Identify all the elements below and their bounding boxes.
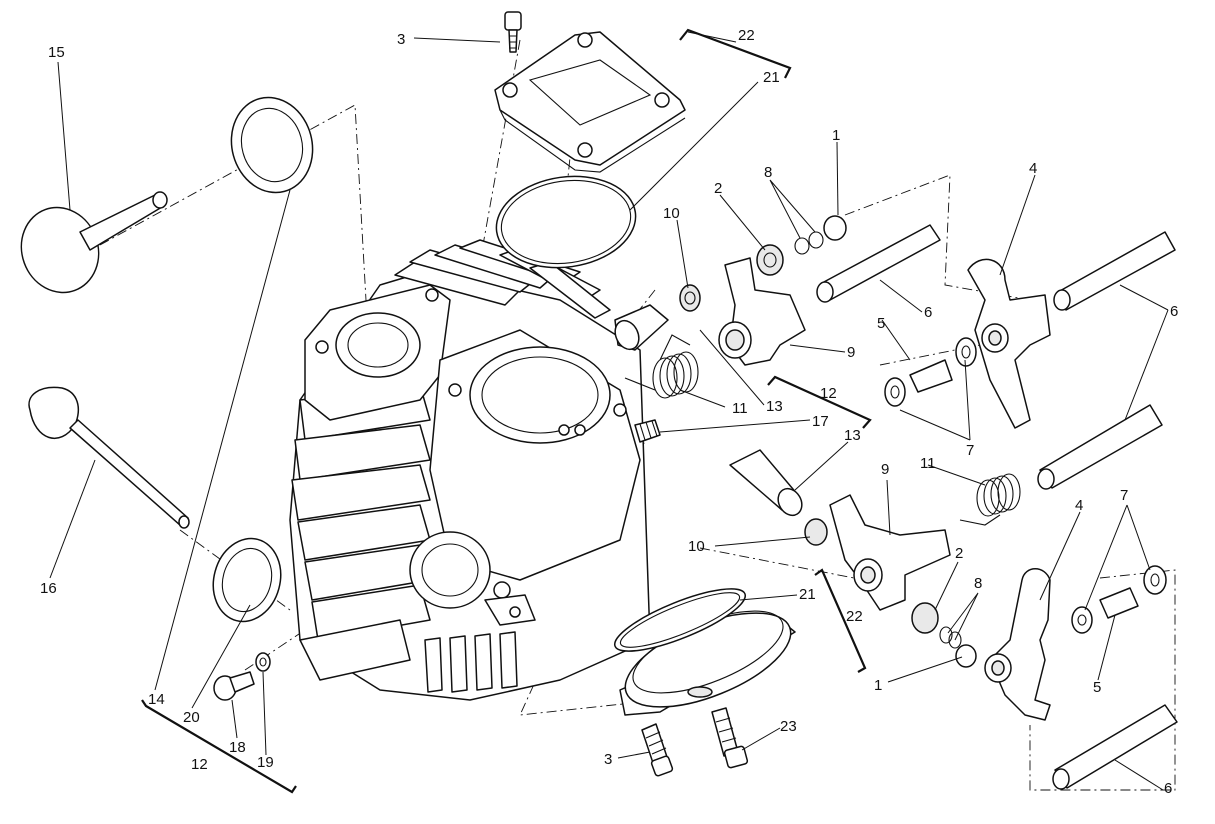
screw-top <box>504 11 522 53</box>
screw-lower-left <box>641 723 674 777</box>
callout-10: 10 <box>688 538 705 555</box>
valve-seat-lower <box>212 537 282 623</box>
callout-14: 14 <box>148 691 165 708</box>
callout-10: 10 <box>663 205 680 222</box>
axis-lower-shaft <box>1029 569 1176 791</box>
callout-6: 6 <box>1164 780 1172 797</box>
o-ring-upper <box>495 175 637 269</box>
bracket-22-lower <box>814 568 867 673</box>
upper-rocker-group <box>614 215 941 399</box>
callout-5: 5 <box>1093 679 1101 696</box>
callout-labels: 3 22 21 1 2 8 10 4 5 6 6 9 12 13 11 7 17… <box>40 27 1178 797</box>
callout-12: 12 <box>191 756 208 773</box>
lower-cover <box>619 610 796 716</box>
callout-21: 21 <box>799 586 816 603</box>
callout-1: 1 <box>832 127 840 144</box>
bracket-12-left <box>141 699 297 794</box>
bracket-12-right <box>767 375 872 429</box>
callout-2: 2 <box>955 545 963 562</box>
intake-valve <box>20 191 168 294</box>
bracket-22-top <box>679 28 792 79</box>
callout-21: 21 <box>763 69 780 86</box>
callout-13: 13 <box>766 398 783 415</box>
top-cover <box>494 31 686 173</box>
callout-7: 7 <box>966 442 974 459</box>
torsion-spring-upper <box>624 334 699 399</box>
callout-3: 3 <box>397 31 405 48</box>
callout-1: 1 <box>874 677 882 694</box>
callout-9: 9 <box>847 344 855 361</box>
callout-22: 22 <box>846 608 863 625</box>
callout-18: 18 <box>229 739 246 756</box>
plug-screw <box>213 671 255 701</box>
callout-8: 8 <box>764 164 772 181</box>
lower-rocker-group <box>729 404 1163 668</box>
callout-23: 23 <box>780 718 797 735</box>
valve-seat-upper <box>230 96 314 194</box>
callout-12: 12 <box>820 385 837 402</box>
torsion-spring-lower <box>959 473 1021 526</box>
callout-3: 3 <box>604 751 612 768</box>
callout-7: 7 <box>1120 487 1128 504</box>
screw-lower-right <box>711 707 749 769</box>
o-ring-lower <box>613 588 747 652</box>
callout-19: 19 <box>257 754 274 771</box>
group-brackets <box>141 28 872 794</box>
callout-5: 5 <box>877 315 885 332</box>
callout-16: 16 <box>40 580 57 597</box>
callout-20: 20 <box>183 709 200 726</box>
callout-4: 4 <box>1075 497 1083 514</box>
callout-8: 8 <box>974 575 982 592</box>
cooling-fins <box>291 239 611 693</box>
exhaust-port <box>409 531 491 609</box>
callout-4: 4 <box>1029 160 1037 177</box>
cylinder-head <box>289 239 651 701</box>
callout-2: 2 <box>714 180 722 197</box>
callout-22: 22 <box>738 27 755 44</box>
callout-9: 9 <box>881 461 889 478</box>
right-upper-rocker <box>884 231 1176 429</box>
callout-13: 13 <box>844 427 861 444</box>
callout-6: 6 <box>1170 303 1178 320</box>
right-lower-rocker <box>984 565 1178 790</box>
callout-15: 15 <box>48 44 65 61</box>
grub-screw <box>634 419 661 443</box>
callout-6: 6 <box>924 304 932 321</box>
callout-17: 17 <box>812 413 829 430</box>
plug-washer <box>255 652 271 672</box>
exhaust-valve <box>28 386 190 529</box>
callout-11: 11 <box>732 400 748 417</box>
callout-11: 11 <box>920 455 936 472</box>
